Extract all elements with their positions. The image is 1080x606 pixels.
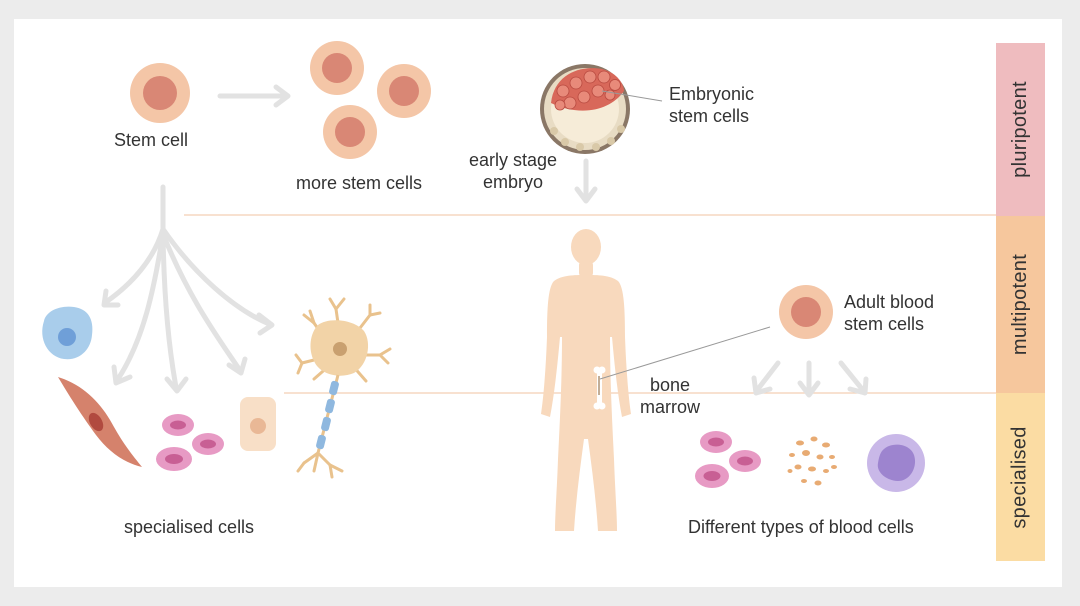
arrow-icon	[751, 360, 869, 398]
embryonic-pointer	[601, 90, 663, 102]
adult-blood-stem-cells-label: Adult blood stem cells	[844, 292, 935, 334]
band-multipotent: multipotent	[996, 216, 1045, 393]
more-stem-cells-label: more stem cells	[296, 173, 423, 193]
fat-cell-icon	[240, 397, 276, 451]
arrow-icon	[574, 158, 598, 204]
band-multipotent-label: multipotent	[1009, 253, 1032, 356]
neuron-icon	[294, 297, 392, 479]
red-blood-cell-icon	[695, 431, 761, 488]
early-stage-embryo-label: early stage embryo	[468, 150, 558, 192]
bone-icon	[593, 366, 606, 410]
bone-marrow-label: bone marrow	[639, 375, 700, 417]
specialised-cells-label: specialised cells	[124, 517, 255, 537]
band-pluripotent: pluripotent	[996, 43, 1045, 216]
arrow-icon	[217, 84, 291, 108]
differentiation-tree	[101, 184, 275, 394]
embryonic-stem-cells-label: Embryonic stem cells	[669, 84, 755, 126]
epithelial-cell-icon	[42, 306, 93, 360]
stem-cell-icon	[310, 41, 431, 159]
platelet-icon	[787, 436, 837, 486]
diagram-card: Stem cell more stem cells Embryonic stem…	[14, 19, 1062, 587]
white-blood-cell-icon	[867, 434, 925, 492]
stem-cell-icon	[779, 285, 833, 339]
stem-cell-label: Stem cell	[114, 130, 189, 150]
different-blood-cells-label: Different types of blood cells	[688, 517, 914, 537]
embryo-icon	[540, 64, 630, 154]
stem-cell-icon	[130, 63, 190, 123]
red-blood-cell-icon	[156, 414, 224, 471]
band-specialised-label: specialised	[1009, 425, 1031, 529]
human-body-icon	[541, 229, 631, 531]
band-pluripotent-label: pluripotent	[1009, 81, 1032, 178]
muscle-cell-icon	[58, 377, 142, 467]
band-specialised: specialised	[996, 393, 1045, 561]
bone-marrow-pointer	[599, 326, 771, 380]
stem-cell-diagram	[42, 41, 996, 531]
